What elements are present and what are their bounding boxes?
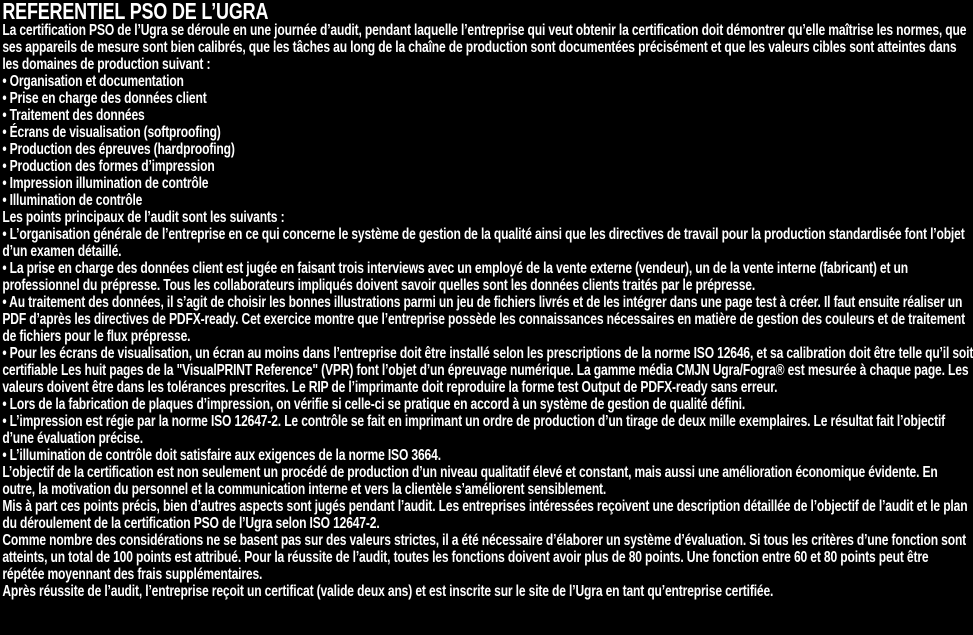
paragraph-intro: La certification PSO de l’Ugra se déroul…	[2, 22, 967, 73]
bullet-item-organisation: • Organisation et documentation	[2, 73, 184, 90]
bullet-item-formes: • Production des formes d’impression	[2, 158, 215, 175]
bullet-item-donnees-client: • Prise en charge des données client	[2, 90, 207, 107]
bullet-item-traitement-donnees: • Au traitement des données, il s’agit d…	[2, 294, 966, 345]
bullet-item-illumination-iso: • L’illumination de contrôle doit satisf…	[2, 447, 441, 464]
paragraph-autres-aspects: Mis à part ces points précis, bien d’aut…	[2, 498, 968, 532]
bullet-item-epreuves: • Production des épreuves (hardproofing)	[2, 141, 235, 158]
bullet-item-organisation-generale: • L’organisation générale de l’entrepris…	[2, 226, 965, 260]
bullet-item-ecrans: • Écrans de visualisation (softproofing)	[2, 124, 221, 141]
paragraph-points-intro: Les points principaux de l’audit sont le…	[2, 209, 285, 226]
document-title: REFERENTIEL PSO DE L’UGRA	[2, 0, 269, 24]
bullet-item-plaques: • Lors de la fabrication de plaques d’im…	[2, 396, 746, 413]
bullet-item-impression: • Impression illumination de contrôle	[2, 175, 209, 192]
paragraph-certificat: Après réussite de l’audit, l’entreprise …	[2, 583, 774, 600]
bullet-item-impression-iso: • L’impression est régie par la norme IS…	[2, 413, 946, 447]
bullet-item-traitement: • Traitement des données	[2, 107, 145, 124]
paragraph-evaluation: Comme nombre des considérations ne se ba…	[2, 532, 967, 583]
paragraph-objectif: L’objectif de la certification est non s…	[2, 464, 938, 498]
document-text-block: REFERENTIEL PSO DE L’UGRA La certificati…	[2, 0, 973, 600]
bullet-item-ecrans-visualisation: • Pour les écrans de visualisation, un é…	[2, 345, 973, 396]
bullet-item-prise-en-charge: • La prise en charge des données client …	[2, 260, 909, 294]
bullet-item-illumination: • Illumination de contrôle	[2, 192, 143, 209]
